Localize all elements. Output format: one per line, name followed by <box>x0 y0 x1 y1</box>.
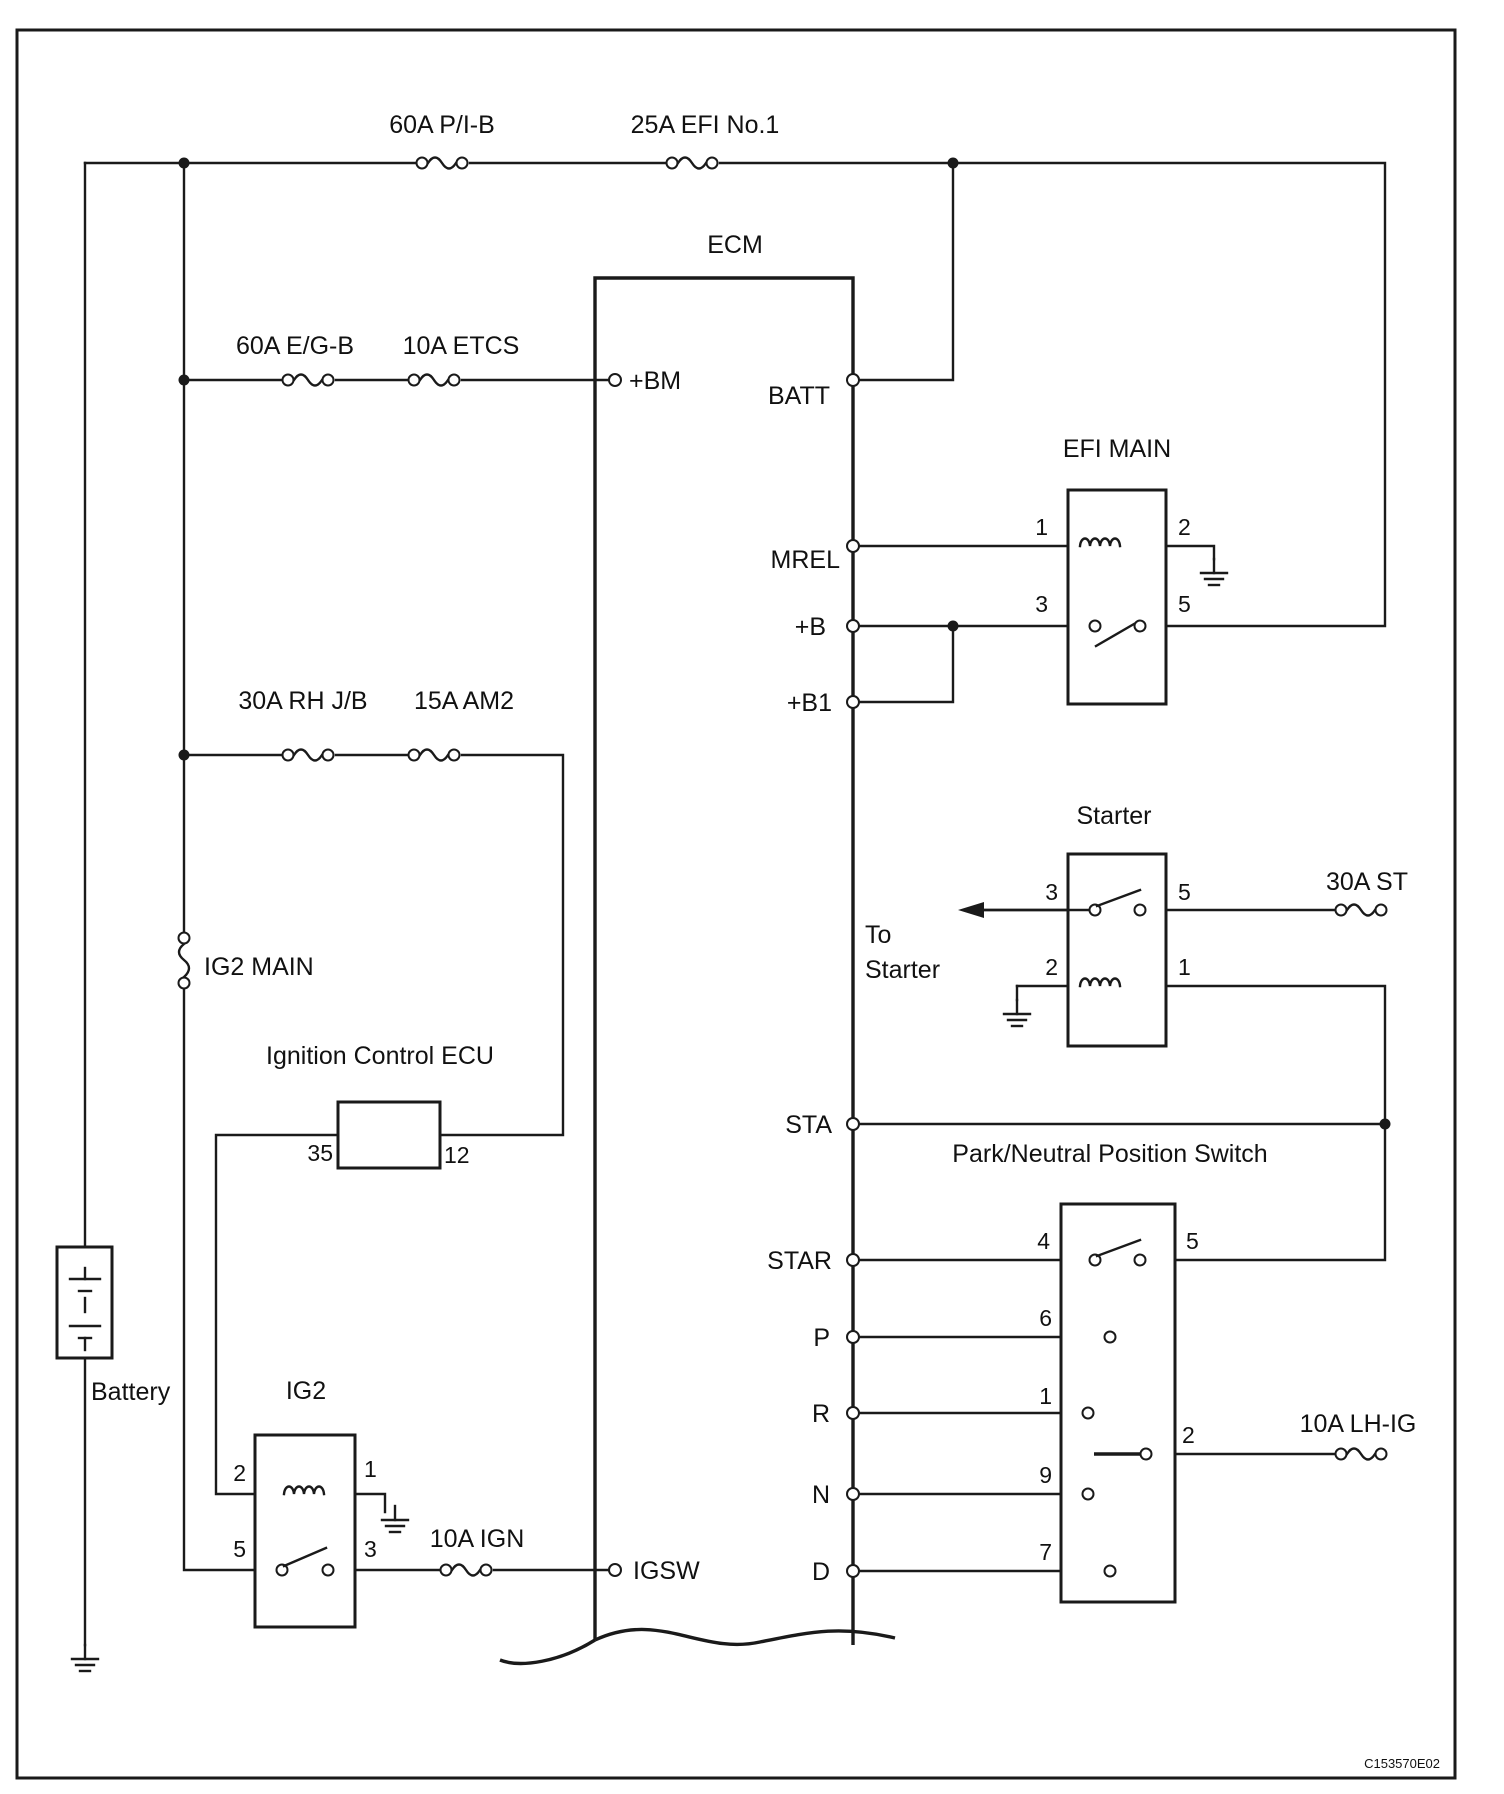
ecu-title: Ignition Control ECU <box>266 1042 494 1070</box>
ecm-pin-label: P <box>813 1324 830 1352</box>
ecm-pin-label: MREL <box>771 546 841 574</box>
ecm-pin-label: STAR <box>767 1247 832 1275</box>
fuse-label: 30A ST <box>1326 868 1408 896</box>
fuse-10a-lh-ig: 10A LH-IG <box>1300 1410 1417 1461</box>
fuse-30a-st: 30A ST <box>1326 868 1408 917</box>
ecm-pin-label: STA <box>785 1111 832 1139</box>
relay-pin: 2 <box>1045 954 1058 980</box>
fuse-10a-ign: 10A IGN <box>430 1525 525 1577</box>
fuse-15a-am2: 15A AM2 <box>407 687 514 762</box>
ecm-title: ECM <box>707 231 763 259</box>
relay-pin: 2 <box>1178 514 1191 540</box>
fuse-60a-eg-b: 60A E/G-B <box>236 332 354 387</box>
arrow-left-icon <box>958 902 1091 918</box>
ecm-pin-label: BATT <box>768 382 830 410</box>
ecu-pin: 12 <box>444 1142 470 1168</box>
switch-pin: 9 <box>1039 1462 1052 1488</box>
ground-icon <box>1199 557 1229 587</box>
switch-pin: 5 <box>1186 1228 1199 1254</box>
fuse-ig2-main: IG2 MAIN <box>177 931 314 990</box>
fuse-label: 60A E/G-B <box>236 332 354 360</box>
relay-pin: 3 <box>1045 879 1058 905</box>
relay-pin: 5 <box>1178 591 1191 617</box>
ecm-pin-label: N <box>812 1481 830 1509</box>
starter-relay: Starter 3 5 2 1 <box>1045 802 1191 1048</box>
ig2-relay: IG2 2 1 5 3 <box>233 1377 377 1629</box>
fuse-30a-rh-jb: 30A RH J/B <box>238 687 368 762</box>
fuse-label: 10A LH-IG <box>1300 1410 1417 1438</box>
relay-pin: 3 <box>1035 591 1048 617</box>
fuse-60a-pib: 60A P/I-B <box>389 111 495 170</box>
fuse-label: 15A AM2 <box>414 687 514 715</box>
diagram-frame <box>15 28 1457 1780</box>
park-neutral-position-switch: Park/Neutral Position Switch 4 5 6 1 9 7… <box>952 1140 1268 1604</box>
relay-pin: 2 <box>233 1460 246 1486</box>
to-starter-line2: Starter <box>865 956 940 984</box>
reference-code: C153570E02 <box>1364 1756 1440 1771</box>
relay-pin: 3 <box>364 1536 377 1562</box>
switch-pin: 7 <box>1039 1539 1052 1565</box>
ecm-pin-label: IGSW <box>633 1557 700 1585</box>
ecm-pin-label: D <box>812 1558 830 1586</box>
relay-pin: 5 <box>233 1536 246 1562</box>
relay-pin: 1 <box>1035 514 1048 540</box>
ground-icon <box>70 1643 100 1673</box>
ecm-pin-label: +BM <box>629 367 681 395</box>
battery-symbol <box>55 1245 114 1360</box>
relay-pin: 1 <box>1178 954 1191 980</box>
relay-pin: 1 <box>364 1456 377 1482</box>
switch-pin: 6 <box>1039 1305 1052 1331</box>
switch-title: Park/Neutral Position Switch <box>952 1140 1267 1168</box>
ecm-pin-label: +B1 <box>787 689 832 717</box>
battery-label: Battery <box>91 1378 171 1406</box>
fuse-label: IG2 MAIN <box>204 953 314 981</box>
relay-title: Starter <box>1076 802 1151 830</box>
switch-pin: 4 <box>1037 1228 1050 1254</box>
fuse-label: 30A RH J/B <box>238 687 367 715</box>
ecu-pin: 35 <box>307 1140 333 1166</box>
fuse-25a-efi-no1: 25A EFI No.1 <box>631 111 780 170</box>
junction-dots <box>178 157 1391 1130</box>
fuse-label: 60A P/I-B <box>389 111 495 139</box>
switch-pin: 2 <box>1182 1422 1195 1448</box>
fuse-label: 10A IGN <box>430 1525 525 1553</box>
ignition-control-ecu: Ignition Control ECU 35 12 <box>266 1042 494 1170</box>
relay-title: EFI MAIN <box>1063 435 1171 463</box>
ecm-pin-label: R <box>812 1400 830 1428</box>
to-starter-line1: To <box>865 921 891 949</box>
ground-icon <box>1002 998 1032 1028</box>
fuse-label: 25A EFI No.1 <box>631 111 780 139</box>
relay-pin: 5 <box>1178 879 1191 905</box>
fuse-10a-etcs: 10A ETCS <box>403 332 520 387</box>
efi-main-relay: EFI MAIN 1 2 3 5 <box>1035 435 1191 706</box>
ecm-pin-label: +B <box>795 613 826 641</box>
fuse-label: 10A ETCS <box>403 332 520 360</box>
switch-pin: 1 <box>1039 1383 1052 1409</box>
ecm-block: ECM +BM IGSW BATT MREL +B +B1 STA STAR P… <box>499 231 896 1666</box>
relay-title: IG2 <box>286 1377 326 1405</box>
